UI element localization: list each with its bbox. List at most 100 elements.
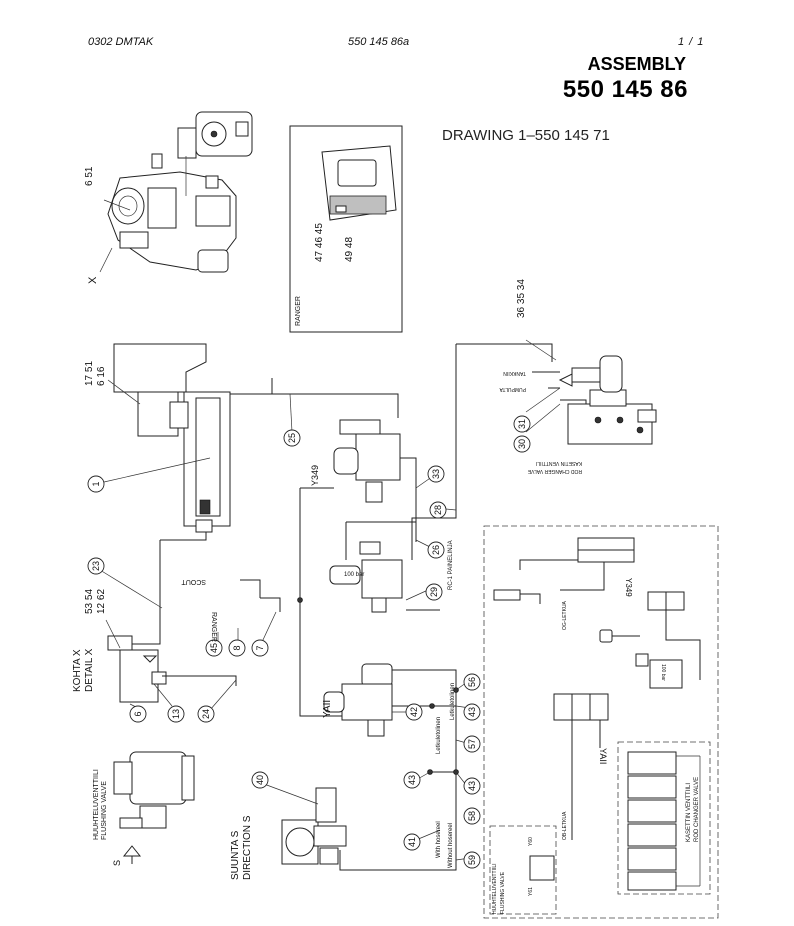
flushing-valve-left	[113, 751, 195, 864]
label-bar100-b: 100 bar	[660, 664, 666, 681]
svg-text:31: 31	[517, 419, 527, 429]
label-ranger-box: RANGER	[295, 296, 302, 326]
label-huuht-d: FLUSHING VALVE	[500, 871, 506, 914]
svg-text:29: 29	[429, 587, 439, 597]
svg-text:56: 56	[467, 677, 477, 687]
svg-text:25: 25	[287, 433, 297, 443]
balloon-29: 29	[425, 583, 443, 601]
balloon-42: 42	[405, 703, 423, 721]
balloon-8: 8	[228, 639, 246, 657]
direction-s-view	[281, 787, 347, 865]
balloon-58: 58	[463, 807, 481, 825]
label-ob-letku: OB-LETKUA	[562, 811, 568, 840]
valve-stack	[627, 751, 701, 891]
label-bar100-a: 100 bar	[344, 572, 364, 578]
balloon-28: 28	[429, 501, 447, 519]
label-og-letku: OG-LETKUA	[562, 600, 568, 630]
svg-text:23: 23	[91, 561, 101, 571]
label-yaii-b: YAII	[598, 748, 608, 764]
label-b363534: 36 35 34	[516, 279, 527, 318]
svg-text:33: 33	[431, 469, 441, 479]
svg-text:40: 40	[255, 775, 265, 785]
svg-text:45: 45	[209, 643, 219, 653]
label-b1262: 12 62	[96, 589, 107, 614]
balloon-43: 43	[403, 771, 421, 789]
svg-text:26: 26	[431, 545, 441, 555]
balloon-43: 43	[463, 777, 481, 795]
label-tankki: TANKKIIN	[503, 370, 526, 376]
svg-text:1: 1	[91, 481, 101, 486]
label-rc-paineline: RC-1 PAINELINJA	[448, 540, 454, 590]
label-huuht-a: HUUHTELUVENTTIILI	[93, 769, 100, 840]
label-pumppu: PUMPULTA	[499, 386, 526, 392]
svg-text:28: 28	[433, 505, 443, 515]
label-kasettin-d: ROD CHANGER VALVE	[694, 777, 700, 842]
balloon-24: 24	[197, 705, 215, 723]
label-x-mark: X	[87, 276, 99, 284]
label-b651: 6 51	[84, 166, 95, 186]
balloon-45: 45	[205, 639, 223, 657]
header-left-code: 0302 DMTAK	[88, 36, 154, 48]
label-s-mark: S	[112, 860, 122, 866]
label-kasettin-a: KASETIN VENTTIILI	[536, 460, 582, 466]
label-without-hose: Without hosereel	[448, 823, 454, 868]
assembly-label: ASSEMBLY	[587, 54, 686, 74]
svg-text:6: 6	[133, 711, 143, 716]
svg-text:7: 7	[255, 645, 265, 650]
label-kasettin-c: KASETTIN VENTTIILI	[686, 783, 692, 842]
label-b4948: 49 48	[344, 237, 355, 262]
label-yaii-a: YAII	[322, 700, 333, 718]
balloon-1: 1	[87, 475, 105, 493]
svg-text:41: 41	[407, 837, 417, 847]
assembly-number: 550 145 86	[562, 76, 688, 103]
label-huuht-c: HUUHTELUVENTTIILI	[492, 863, 498, 914]
hose-lines	[132, 343, 701, 871]
label-y60: Y60	[528, 837, 534, 846]
balloon-33: 33	[427, 465, 445, 483]
label-detail: DETAIL X	[84, 648, 95, 692]
label-b5354: 53 54	[84, 589, 95, 614]
balloon-23: 23	[87, 557, 105, 575]
label-y61: Y61	[528, 887, 534, 896]
center-valve-group	[323, 419, 403, 737]
label-ranger-small: RANGER	[210, 612, 217, 642]
balloon-43: 43	[463, 703, 481, 721]
pump-assembly	[99, 111, 253, 273]
balloon-7: 7	[251, 639, 269, 657]
svg-text:58: 58	[467, 811, 477, 821]
balloon-59: 59	[463, 851, 481, 869]
svg-text:42: 42	[409, 707, 419, 717]
balloon-57: 57	[463, 735, 481, 753]
balloon-13: 13	[167, 705, 185, 723]
label-kasettin-b: ROD CHANGER VALVE	[527, 468, 582, 474]
header-document-number: 550 145 86a	[348, 36, 410, 48]
balloon-56: 56	[463, 673, 481, 691]
svg-text:43: 43	[467, 781, 477, 791]
header-page-number: 1 / 1	[678, 36, 705, 48]
junction-dots	[297, 597, 459, 775]
svg-text:24: 24	[201, 709, 211, 719]
rod-changer-valve-top	[558, 355, 657, 445]
svg-text:59: 59	[467, 855, 477, 865]
balloon-31: 31	[513, 415, 531, 433]
balloon-25: 25	[283, 429, 301, 447]
svg-text:8: 8	[232, 645, 242, 650]
label-letku-b: Letkuletolinen	[450, 683, 456, 720]
schematic-box	[483, 525, 719, 919]
svg-text:30: 30	[517, 439, 527, 449]
balloon-40: 40	[251, 771, 269, 789]
balloon-41: 41	[403, 833, 421, 851]
balloon-30: 30	[513, 435, 531, 453]
label-suunta: SUUNTA S	[230, 830, 241, 880]
label-huuht-b: FLUSHING VALVE	[101, 781, 108, 840]
label-b474645: 47 46 45	[314, 223, 325, 262]
ranger-detail-box	[289, 125, 403, 333]
balloon-26: 26	[427, 541, 445, 559]
label-y349-a: Y349	[310, 465, 320, 486]
label-y349-b: Y349	[624, 578, 633, 597]
svg-text:43: 43	[467, 707, 477, 717]
part-balloons: 1 6 13 23 24 25 26 28 29 30 31 33 7 8 45 40 41 42 43 43 43 56…	[87, 415, 531, 869]
